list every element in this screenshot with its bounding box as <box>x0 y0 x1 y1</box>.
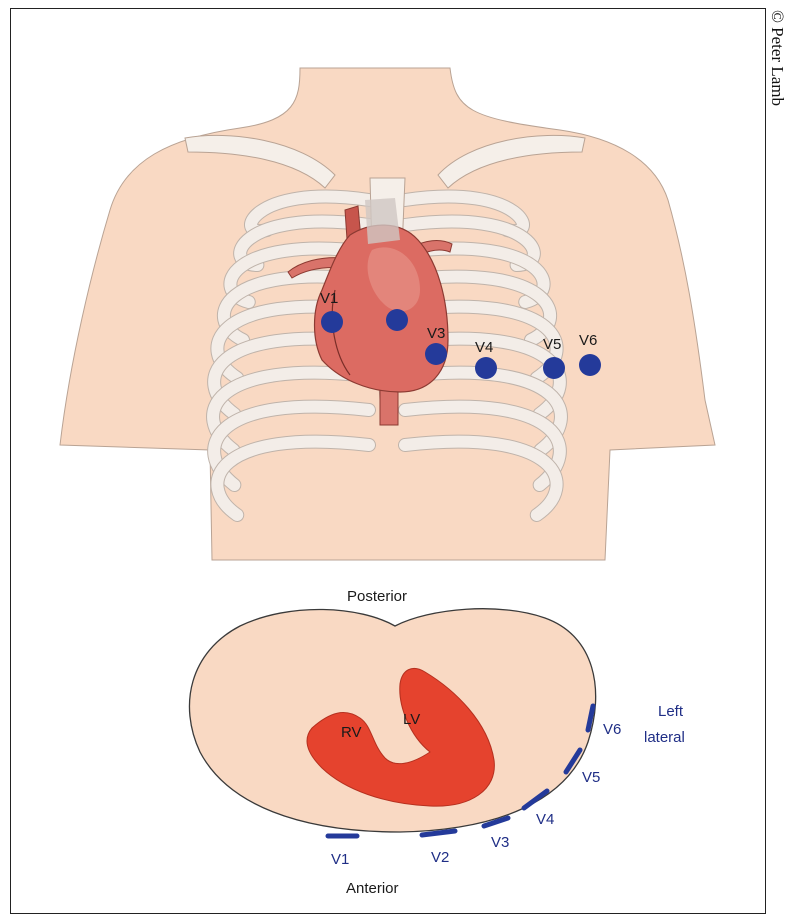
copyright-text: © Peter Lamb <box>768 10 786 106</box>
electrode-v6 <box>579 354 601 376</box>
lead-label-v1: V1 <box>331 851 349 868</box>
lead-label-v3: V3 <box>491 834 509 851</box>
electrode-v5 <box>543 357 565 379</box>
electrode-label-v1: V1 <box>320 290 338 307</box>
electrode-v3 <box>425 343 447 365</box>
label-anterior: Anterior <box>346 880 399 897</box>
electrode-label-v4: V4 <box>475 339 493 356</box>
cross-section: Posterior RV LV V1 V2 V3 V4 V5 V6 Left l… <box>189 588 684 897</box>
lead-label-v4: V4 <box>536 811 554 828</box>
lead-dash-v2 <box>422 831 455 835</box>
label-left-lateral-line1: Left <box>658 703 684 720</box>
superior-vessel-shadow <box>365 198 400 244</box>
electrode-label-v3: V3 <box>427 325 445 342</box>
label-lv: LV <box>403 711 420 728</box>
copyright-notice: © Peter Lamb <box>758 6 786 206</box>
electrode-v4 <box>475 357 497 379</box>
electrode-label-v5: V5 <box>543 336 561 353</box>
lead-label-v2: V2 <box>431 849 449 866</box>
electrode-v1 <box>321 311 343 333</box>
label-left-lateral-line2: lateral <box>644 729 685 746</box>
electrode-v2 <box>386 309 408 331</box>
lead-label-v6: V6 <box>603 721 621 738</box>
label-rv: RV <box>341 724 362 741</box>
electrode-label-v6: V6 <box>579 332 597 349</box>
label-posterior: Posterior <box>347 588 407 605</box>
lead-label-v5: V5 <box>582 769 600 786</box>
